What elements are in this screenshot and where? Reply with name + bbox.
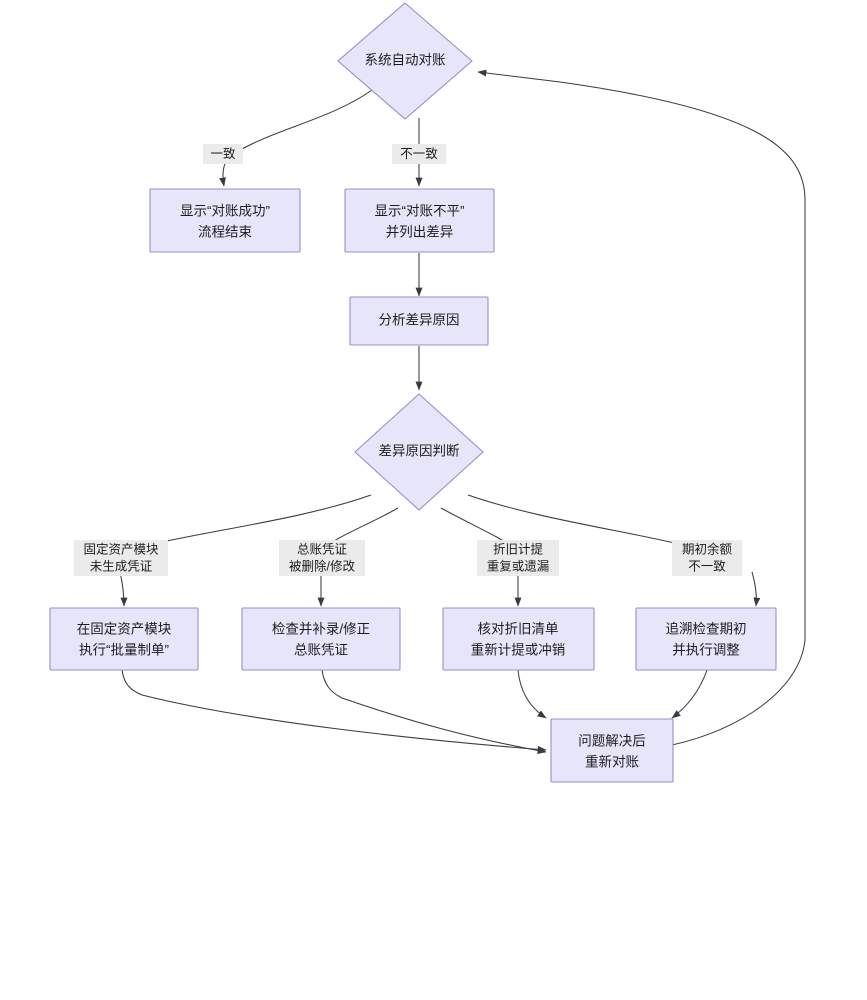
edge-label-text: 不一致 [400, 147, 438, 161]
node-action-check-depreciation[interactable]: 核对折旧清单 重新计提或冲销 [442, 607, 595, 671]
edge-label-line2: 重复或遗漏 [487, 558, 550, 573]
node-action-trace-opening-balance[interactable]: 追溯检查期初 并执行调整 [635, 607, 777, 671]
node-analyze-difference-cause[interactable]: 分析差异原因 [349, 296, 489, 346]
edge-label-line2: 未生成凭证 [90, 558, 153, 573]
edge-label-line1: 期初余额 [682, 541, 733, 556]
node-label-line1: 显示“对账成功” [180, 204, 270, 219]
edge-cause-fixedasset-to-action [119, 571, 128, 607]
node-label-line2: 执行“批量制单” [79, 643, 169, 658]
process-box [241, 607, 401, 671]
process-box [149, 188, 301, 253]
edge-recheck-to-reconcile-loop [477, 69, 806, 746]
edge-label-line1: 固定资产模块 [83, 541, 159, 556]
decision-diamond [354, 393, 484, 511]
edge-label-background [74, 540, 168, 576]
edge-label-background [672, 540, 742, 576]
edge-label-background [279, 540, 365, 576]
edge-label-cause-fixedasset: 固定资产模块 未生成凭证 [74, 540, 168, 576]
node-label-line2: 流程结束 [198, 225, 252, 240]
edge-label-mismatch: 不一致 [392, 144, 446, 164]
decision-diamond [337, 2, 473, 120]
edge-labels-layer: 一致 不一致 固定资产模块 未生成凭证 总账凭证 被删除/修改 [74, 144, 742, 576]
edge-label-background [203, 144, 243, 164]
edge-action-opening-to-recheck [671, 669, 708, 719]
process-box [550, 718, 674, 783]
node-label-line2: 重新计提或冲销 [471, 643, 566, 658]
edge-label-text: 一致 [210, 147, 236, 161]
node-show-imbalance[interactable]: 显示“对账不平” 并列出差异 [344, 188, 495, 253]
node-label-line1: 检查并补录/修正 [272, 622, 370, 637]
node-label-line2: 重新对账 [585, 755, 639, 770]
process-box [49, 607, 199, 671]
edge-action-depreciation-to-recheck [517, 669, 547, 719]
node-label-line1: 在固定资产模块 [77, 622, 172, 637]
node-label-line2: 并列出差异 [386, 225, 454, 240]
node-action-batch-voucher[interactable]: 在固定资产模块 执行“批量制单” [49, 607, 199, 671]
edge-cause-opening-to-action [751, 571, 761, 607]
edge-label-background [477, 540, 559, 576]
edge-label-line1: 总账凭证 [297, 541, 348, 556]
process-box [344, 188, 495, 253]
process-box [349, 296, 489, 346]
node-label: 系统自动对账 [365, 53, 446, 68]
node-label-line1: 核对折旧清单 [478, 622, 559, 637]
node-label-line2: 并执行调整 [672, 643, 740, 658]
node-system-auto-reconcile[interactable]: 系统自动对账 [337, 2, 473, 120]
edge-label-match: 一致 [203, 144, 243, 164]
edge-match-to-success [219, 89, 373, 187]
node-label: 差异原因判断 [379, 444, 460, 459]
node-show-success[interactable]: 显示“对账成功” 流程结束 [149, 188, 301, 253]
node-label-line1: 追溯检查期初 [666, 621, 747, 637]
node-recheck-after-resolution[interactable]: 问题解决后 重新对账 [550, 718, 674, 783]
edge-label-line2: 被删除/修改 [289, 558, 355, 573]
edge-action-fixedasset-to-recheck [121, 669, 547, 753]
edge-label-line2: 不一致 [688, 559, 726, 573]
node-label: 分析差异原因 [379, 313, 460, 328]
process-box [442, 607, 595, 671]
edge-label-line1: 折旧计提 [493, 541, 544, 556]
edge-label-cause-opening: 期初余额 不一致 [672, 540, 742, 576]
nodes-layer: 系统自动对账 显示“对账成功” 流程结束 显示“对账不平” 并列出差异 分析差异… [49, 2, 777, 783]
node-action-fix-gl-voucher[interactable]: 检查并补录/修正 总账凭证 [241, 607, 401, 671]
edge-label-cause-depreciation: 折旧计提 重复或遗漏 [477, 540, 559, 576]
edge-label-cause-voucher: 总账凭证 被删除/修改 [279, 540, 365, 576]
edge-action-voucher-to-recheck [321, 669, 547, 754]
process-box [635, 607, 777, 671]
edge-label-background [392, 144, 446, 164]
node-difference-cause-decision[interactable]: 差异原因判断 [354, 393, 484, 511]
node-label-line1: 问题解决后 [578, 734, 646, 749]
node-label-line2: 总账凭证 [294, 643, 348, 658]
node-label-line1: 显示“对账不平” [375, 204, 465, 219]
